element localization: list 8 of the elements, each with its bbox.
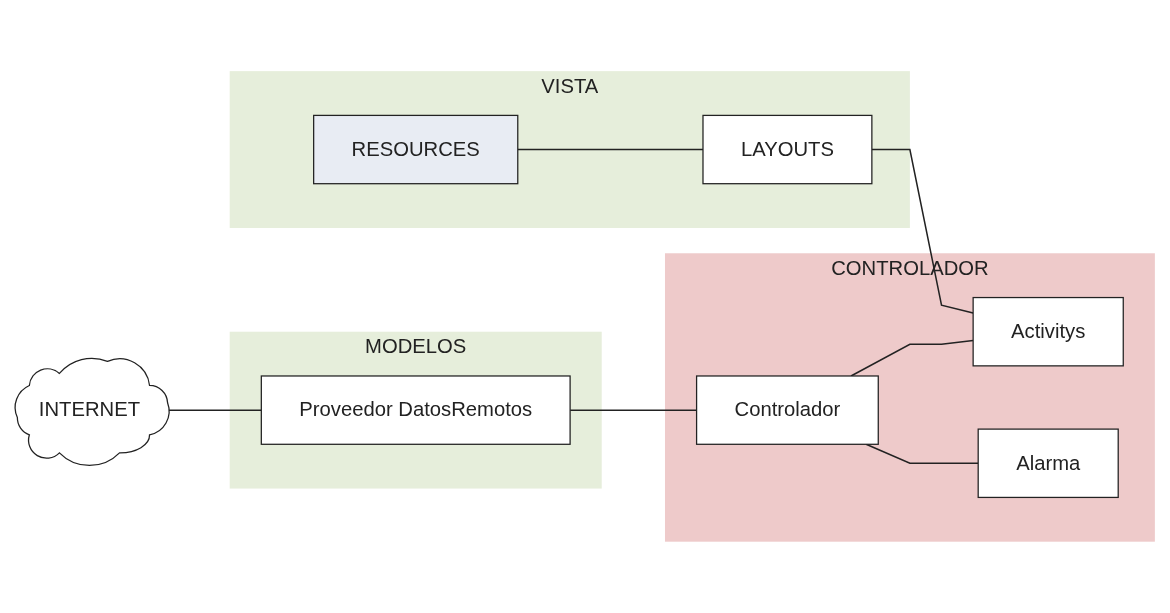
node-box: Proveedor DatosRemotos <box>260 375 571 445</box>
node-box: LAYOUTS <box>702 114 873 185</box>
connector <box>865 443 979 465</box>
node-box: Controlador <box>695 375 879 445</box>
node-box: Alarma <box>977 428 1119 499</box>
node-box: RESOURCES <box>313 114 519 185</box>
connector <box>850 339 974 377</box>
node-box: Activitys <box>972 297 1124 367</box>
